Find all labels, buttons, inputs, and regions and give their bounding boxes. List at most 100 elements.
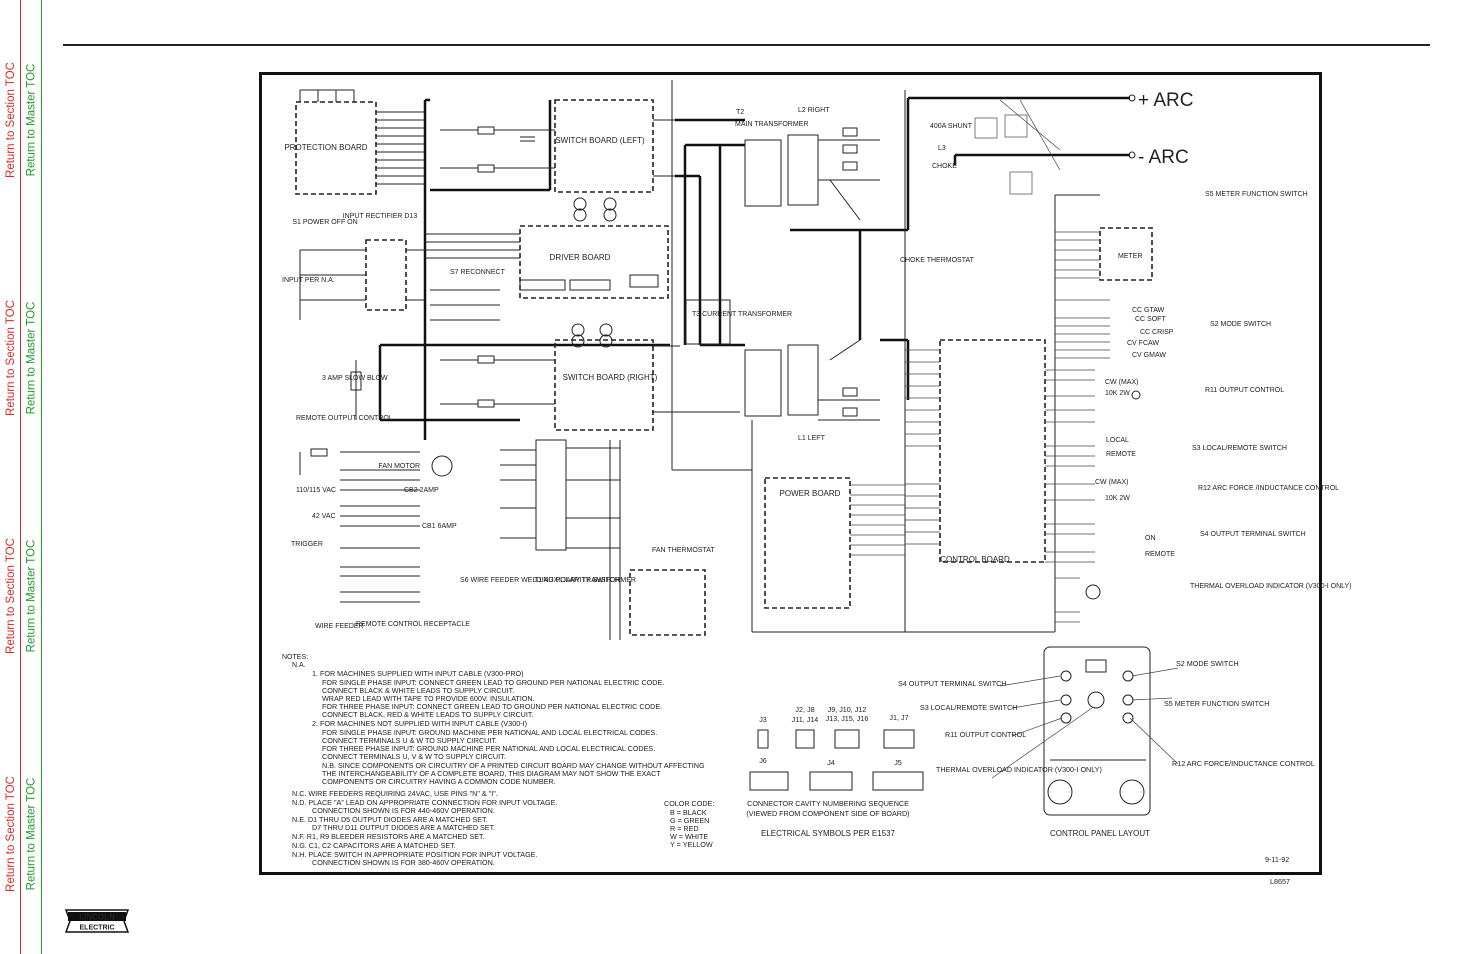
svg-text:D7 THRU D11 OUTPUT DIODES ARE: D7 THRU D11 OUTPUT DIODES ARE A MATCHED … [312,823,495,832]
control-panel-meter [1085,659,1107,673]
control-board-leads [850,231,1110,623]
control-panel-knobs [1047,670,1146,805]
shunt-label: 400A SHUNT [930,123,973,130]
current-transformer-box [685,299,731,345]
svg-text:FOR THREE PHASE INPUT: CONNECT: FOR THREE PHASE INPUT: CONNECT GREEN LEA… [322,702,662,711]
cb2-label: CB2 2AMP [404,487,439,494]
choke-label: CHOKE [932,163,957,170]
svg-text:S4 OUTPUT TERMINAL SWITCH: S4 OUTPUT TERMINAL SWITCH [898,679,1007,688]
l3-label: L3 [938,145,946,152]
notes-block-1: 1. FOR MACHINES SUPPLIED WITH INPUT CABL… [312,669,705,786]
control-board-box [939,339,1046,563]
fan-motor-label: FAN MOTOR [379,463,420,470]
l2-inductor [787,134,819,206]
svg-text:FOR SINGLE PHASE INPUT: GROUND: FOR SINGLE PHASE INPUT: GROUND MACHINE P… [322,728,657,737]
control-panel-outline [1043,646,1151,816]
input-rectifier-label: INPUT RECTIFIER D13 [343,213,418,220]
svg-text:J2, J8: J2, J8 [795,705,814,714]
control-panel-callout-lines [991,667,1179,779]
vac-115-label: 110/115 VAC [296,487,336,494]
cb1-label: CB1 6AMP [422,523,457,530]
control-panel-callouts: S4 OUTPUT TERMINAL SWITCH S3 LOCAL/REMOT… [898,659,1315,774]
mode-cv-fcaw: CV FCAW [1127,340,1159,347]
notes-block-2: N.C. WIRE FEEDERS REQUIRING 24VAC, USE P… [292,789,557,867]
s3-local: LOCAL [1106,437,1129,444]
svg-text:R = RED: R = RED [670,824,699,833]
svg-text:N.E. D1 THRU D5 OUTPUT DIODES: N.E. D1 THRU D5 OUTPUT DIODES ARE A MATC… [292,815,488,824]
nav-column-section: Return to Section TOC Return to Section … [0,0,21,954]
drawing-number: L8657 [1270,877,1290,886]
svg-text:J5: J5 [894,758,902,767]
thermal-lamp-icon [1085,584,1101,600]
svg-text:S3 LOCAL/REMOTE SWITCH: S3 LOCAL/REMOTE SWITCH [920,703,1017,712]
color-code-legend: COLOR CODE: B = BLACK G = GREEN R = RED … [664,799,714,849]
t2-label: T2 [736,109,744,116]
switch-board-left-label: SWITCH BOARD (LEFT) [555,136,645,145]
r12-cw-max: CW (MAX) [1095,479,1128,486]
fan-thermostat-label: FAN THERMOSTAT [652,547,715,554]
remote-output-label: REMOTE OUTPUT CONTROL [296,415,393,422]
svg-text:2. FOR MACHINES NOT SUPPLIED W: 2. FOR MACHINES NOT SUPPLIED WITH INPUT … [312,719,527,728]
s3-remote: REMOTE [1106,451,1136,458]
reconnect-label: S7 RECONNECT [450,269,506,276]
output-diodes [818,127,880,421]
svg-text:FOR SINGLE PHASE INPUT: CONNEC: FOR SINGLE PHASE INPUT: CONNECT GREEN LE… [322,678,664,687]
power-board-box [764,477,851,609]
l1-left-label: L1 LEFT [798,435,826,442]
protection-board-label: PROTECTION BOARD [284,143,367,152]
svg-text:FOR THREE PHASE INPUT: GROUND: FOR THREE PHASE INPUT: GROUND MACHINE PE… [322,744,655,753]
svg-text:CONNECT TERMINALS U & W TO SUP: CONNECT TERMINALS U & W TO SUPPLY CIRCUI… [322,736,497,745]
output-ripple-network [974,99,1061,195]
fuse-label: 3 AMP SLOW BLOW [322,375,388,382]
l2-right-label: L2 RIGHT [798,107,830,114]
r11-label: R11 OUTPUT CONTROL [1205,387,1284,394]
s4-on: ON [1145,535,1156,542]
input-per-label: INPUT PER N.A. [282,277,335,284]
svg-text:CONNECTION SHOWN IS FOR 380-46: CONNECTION SHOWN IS FOR 380-460V OPERATI… [312,858,495,867]
svg-text:N.B. SINCE COMPONENTS OR CIRCU: N.B. SINCE COMPONENTS OR CIRCUITRY OF A … [322,761,705,770]
svg-text:WRAP RED LEAD WITH TAPE TO PRO: WRAP RED LEAD WITH TAPE TO PROVIDE 600V.… [322,694,535,703]
primary-wiring [675,118,745,347]
current-transformer-label: T3 CURRENT TRANSFORMER [692,311,792,318]
svg-text:ELECTRIC: ELECTRIC [80,925,115,932]
main-transformer-bottom [744,349,782,417]
fan-motor-symbol [431,455,453,477]
svg-text:J3: J3 [759,715,767,724]
svg-text:G = GREEN: G = GREEN [670,816,709,825]
control-panel-title: CONTROL PANEL LAYOUT [1050,829,1150,838]
vac-42-label: 42 VAC [312,513,336,520]
svg-text:J4: J4 [827,758,835,767]
nav-column-master: Return to Master TOC Return to Master TO… [21,0,42,954]
r11-pot-value: 10K 2W [1105,390,1130,397]
switch-board-left-components [440,119,675,177]
control-board-label: CONTROL BOARD [940,555,1010,564]
thermal-label: THERMAL OVERLOAD INDICATOR (V300-I ONLY) [1190,583,1352,590]
protection-board-leads [299,89,425,185]
svg-text:N.G. C1, C2 CAPACITORS ARE A M: N.G. C1, C2 CAPACITORS ARE A MATCHED SET… [292,841,456,850]
wiring-diagram-frame [259,72,1322,875]
s2-label: S2 MODE SWITCH [1210,321,1271,328]
header-rule [63,44,1430,46]
lincoln-electric-logo: LINCOLN ELECTRIC [64,908,130,934]
mode-cc-gtaw: CC GTAW [1132,307,1165,314]
svg-text:N.C. WIRE FEEDERS REQUIRING 24: N.C. WIRE FEEDERS REQUIRING 24VAC, USE P… [292,789,498,798]
s5-label: S5 METER FUNCTION SWITCH [1205,191,1308,198]
output-bus [790,96,1130,400]
wire-feeder-label: WIRE FEEDER [315,623,364,630]
meter-label: METER [1118,253,1143,260]
l1-inductor [787,344,819,416]
aux-transformer-leads [500,440,621,640]
svg-text:1. FOR MACHINES SUPPLIED WITH: 1. FOR MACHINES SUPPLIED WITH INPUT CABL… [312,669,524,678]
positive-terminal-symbol [1128,94,1136,102]
choke-thermostat-label: CHOKE THERMOSTAT [900,257,975,264]
polarity-switch-label: S6 WIRE FEEDER WELDING POLARITY SWITCH [460,577,620,584]
svg-text:J6: J6 [759,756,767,765]
svg-text:N.H. PLACE SWITCH IN APPROPRIA: N.H. PLACE SWITCH IN APPROPRIATE POSITIO… [292,850,537,859]
svg-text:THERMAL OVERLOAD INDICATOR (V3: THERMAL OVERLOAD INDICATOR (V300-I ONLY) [936,765,1102,774]
driver-board-box [519,225,669,299]
notes-header: NOTES: [282,654,308,661]
connector-diagrams [749,729,924,791]
trigger-label: TRIGGER [291,541,323,548]
fan-thermostat-box [629,569,706,636]
svg-text:CONNECT BLACK & WHITE LEADS TO: CONNECT BLACK & WHITE LEADS TO SUPPLY CI… [322,686,514,695]
